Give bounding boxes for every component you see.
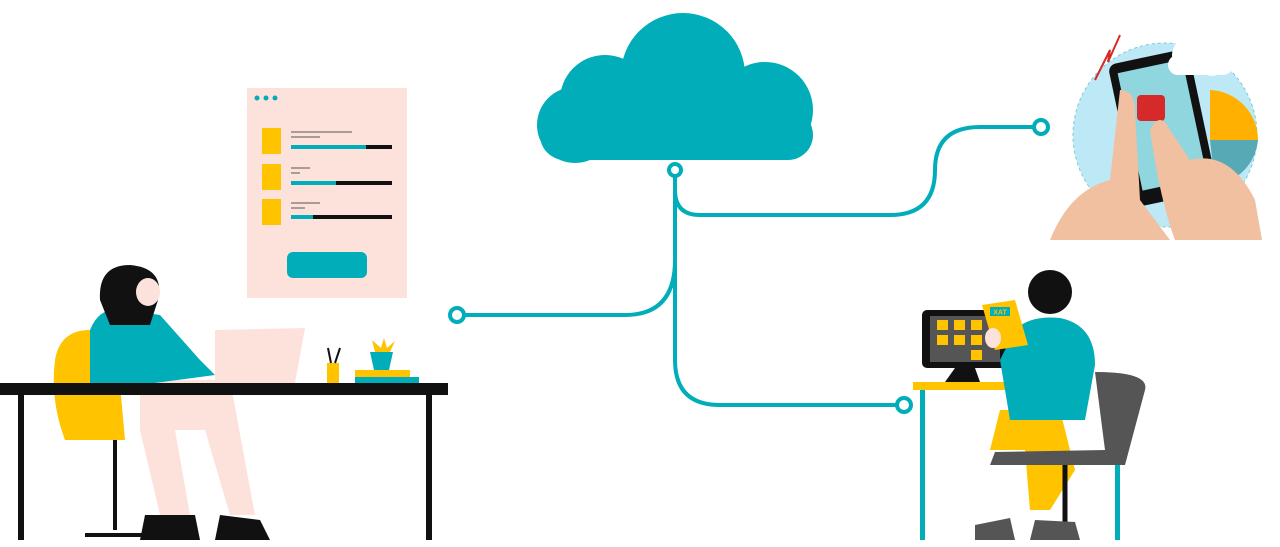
node-woman bbox=[448, 306, 466, 324]
desk bbox=[0, 383, 448, 395]
woman-at-desk bbox=[0, 265, 448, 540]
cloud-icon bbox=[537, 13, 813, 163]
document-button bbox=[287, 252, 367, 278]
network-nodes bbox=[448, 118, 1050, 414]
node-cloud bbox=[667, 162, 683, 178]
node-man bbox=[895, 396, 913, 414]
node-mobile bbox=[1032, 118, 1050, 136]
laptop bbox=[215, 328, 305, 383]
desk bbox=[913, 382, 1033, 390]
man-at-computer: XAT bbox=[913, 270, 1146, 540]
document-panel bbox=[247, 88, 407, 298]
mobile-payment-illustration bbox=[1050, 34, 1262, 240]
network-lines bbox=[464, 125, 1033, 407]
chair bbox=[990, 372, 1146, 465]
folder-label: XAT bbox=[993, 310, 1007, 317]
app-icon bbox=[1137, 95, 1165, 121]
